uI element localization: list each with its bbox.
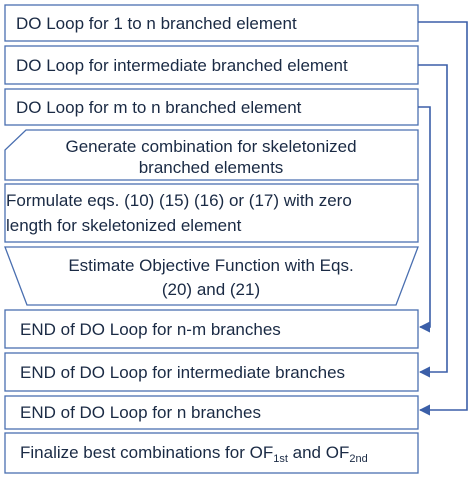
end-loop-3-box	[4, 395, 419, 430]
do-loop-2-box	[4, 45, 419, 85]
finalize-label-prefix: Finalize best combinations for OF	[20, 443, 273, 462]
finalize-label-mid: and OF	[288, 443, 349, 462]
generate-combination-box	[4, 129, 419, 181]
finalize-box	[4, 432, 419, 474]
finalize-label-sub1: 1st	[273, 453, 288, 465]
formulate-eqs-label-line1: Formulate eqs. (10) (15) (16) or (17) wi…	[6, 191, 352, 210]
finalize-label-sub2: 2nd	[349, 453, 367, 465]
do-loop-3-label: DO Loop for m to n branched element	[16, 98, 302, 117]
formulate-eqs-box	[4, 183, 419, 243]
formulate-eqs-label-line2: length for skeletonized element	[6, 216, 242, 235]
do-loop-2-label: DO Loop for intermediate branched elemen…	[16, 56, 348, 75]
end-loop-3-label: END of DO Loop for n branches	[20, 403, 261, 422]
end-loop-1-box	[4, 309, 419, 349]
estimate-objective-label-line2: (20) and (21)	[162, 280, 260, 299]
generate-combination-label-line1: Generate combination for skeletonized	[65, 137, 356, 156]
end-loop-1-label: END of DO Loop for n-m branches	[20, 320, 281, 339]
middle-loop-connector	[418, 64, 448, 378]
do-loop-3-box	[4, 88, 419, 126]
end-loop-2-label: END of DO Loop for intermediate branches	[20, 363, 345, 382]
finalize-label: Finalize best combinations for OF1st and…	[20, 443, 368, 465]
do-loop-1-box	[4, 4, 419, 42]
inner-loop-connector	[418, 106, 431, 333]
estimate-objective-label-line1: Estimate Objective Function with Eqs.	[68, 256, 353, 275]
outer-loop-connector	[418, 21, 468, 416]
do-loop-1-label: DO Loop for 1 to n branched element	[16, 14, 297, 33]
estimate-objective-box	[4, 246, 419, 306]
generate-combination-label-line2: branched elements	[139, 158, 284, 177]
end-loop-2-box	[4, 352, 419, 392]
